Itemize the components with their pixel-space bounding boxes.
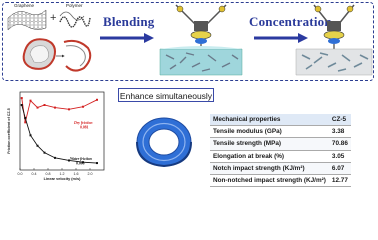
x-tick-label: 1.2: [60, 172, 65, 176]
series-name-label: Dry friction: [73, 121, 92, 125]
series-point: [24, 121, 27, 124]
series-point: [82, 161, 84, 164]
x-tick-label: 2.0: [88, 172, 93, 176]
table-row: Tensile strength (MPa)70.86: [210, 137, 351, 151]
series-point: [43, 104, 46, 106]
series-point: [68, 159, 70, 162]
series-point: [36, 106, 39, 109]
table-row: Non-notched impact strength (KJ/m²)12.77: [210, 174, 351, 188]
x-axis-label: Linear velocity (m/s): [44, 177, 81, 181]
polymer-chain-icon: [59, 11, 91, 28]
x-tick-label: 0.0: [18, 172, 23, 176]
table-row: Tensile modulus (GPa)3.38: [210, 125, 351, 139]
series-point: [29, 134, 32, 137]
series-point: [24, 117, 27, 119]
plus-sign: +: [50, 12, 57, 24]
enhance-simultaneously-box: Enhance simultaneously: [118, 88, 214, 102]
series-point: [43, 151, 46, 154]
property-value: 70.86: [328, 137, 351, 151]
property-value: CZ-5: [328, 114, 351, 127]
series-point: [54, 106, 56, 109]
bearing-ring-illustration: [136, 117, 192, 168]
blending-arrow-icon: [100, 33, 154, 43]
property-name: Tensile strength (MPa): [210, 137, 329, 151]
property-name: Non-notched impact strength (KJ/m²): [210, 174, 329, 188]
blending-mixer-illustration: [159, 4, 243, 76]
property-name: Elongation at break (%): [210, 150, 329, 163]
series-point: [20, 97, 23, 100]
concentration-label: Concentration: [249, 14, 332, 29]
table-row: Notch impact strength (KJ/m²)6.07: [210, 162, 351, 175]
series-point: [20, 104, 23, 106]
y-axis-label: Friction coefficient of CZ-5: [7, 108, 11, 154]
polymer-label: Polymer: [66, 3, 83, 8]
property-value: 3.38: [328, 125, 351, 139]
graphene-label: Graphene: [14, 3, 35, 8]
series-point: [96, 162, 98, 165]
x-tick-label: 0.8: [46, 172, 51, 176]
x-tick-label: 1.6: [74, 172, 79, 176]
series-annotation: 0.008: [76, 162, 85, 166]
property-value: 6.07: [328, 162, 351, 175]
series-point: [29, 99, 32, 102]
property-name: Mechanical properties: [210, 114, 329, 127]
property-name: Notch impact strength (KJ/m²): [210, 162, 329, 175]
series-point: [82, 105, 84, 108]
concentration-arrow-icon: [254, 33, 308, 43]
process-frame: [2, 2, 374, 81]
series-point: [36, 144, 39, 147]
property-value: 12.77: [328, 174, 351, 188]
table-row: Elongation at break (%)3.05: [210, 150, 351, 163]
series-point: [96, 98, 98, 101]
composite-illustration: [22, 38, 92, 72]
series-point: [68, 108, 70, 111]
property-value: 3.05: [328, 150, 351, 163]
property-name: Tensile modulus (GPa): [210, 125, 329, 139]
graphene-sheet-icon: [7, 9, 47, 31]
series-annotation: 0.081: [80, 126, 89, 130]
concentration-mixer-illustration: [295, 4, 373, 76]
series-point: [54, 156, 56, 159]
x-tick-label: 0.4: [32, 172, 37, 176]
blending-label: Blending: [103, 14, 155, 29]
series-name-label: Water friction: [70, 157, 92, 161]
